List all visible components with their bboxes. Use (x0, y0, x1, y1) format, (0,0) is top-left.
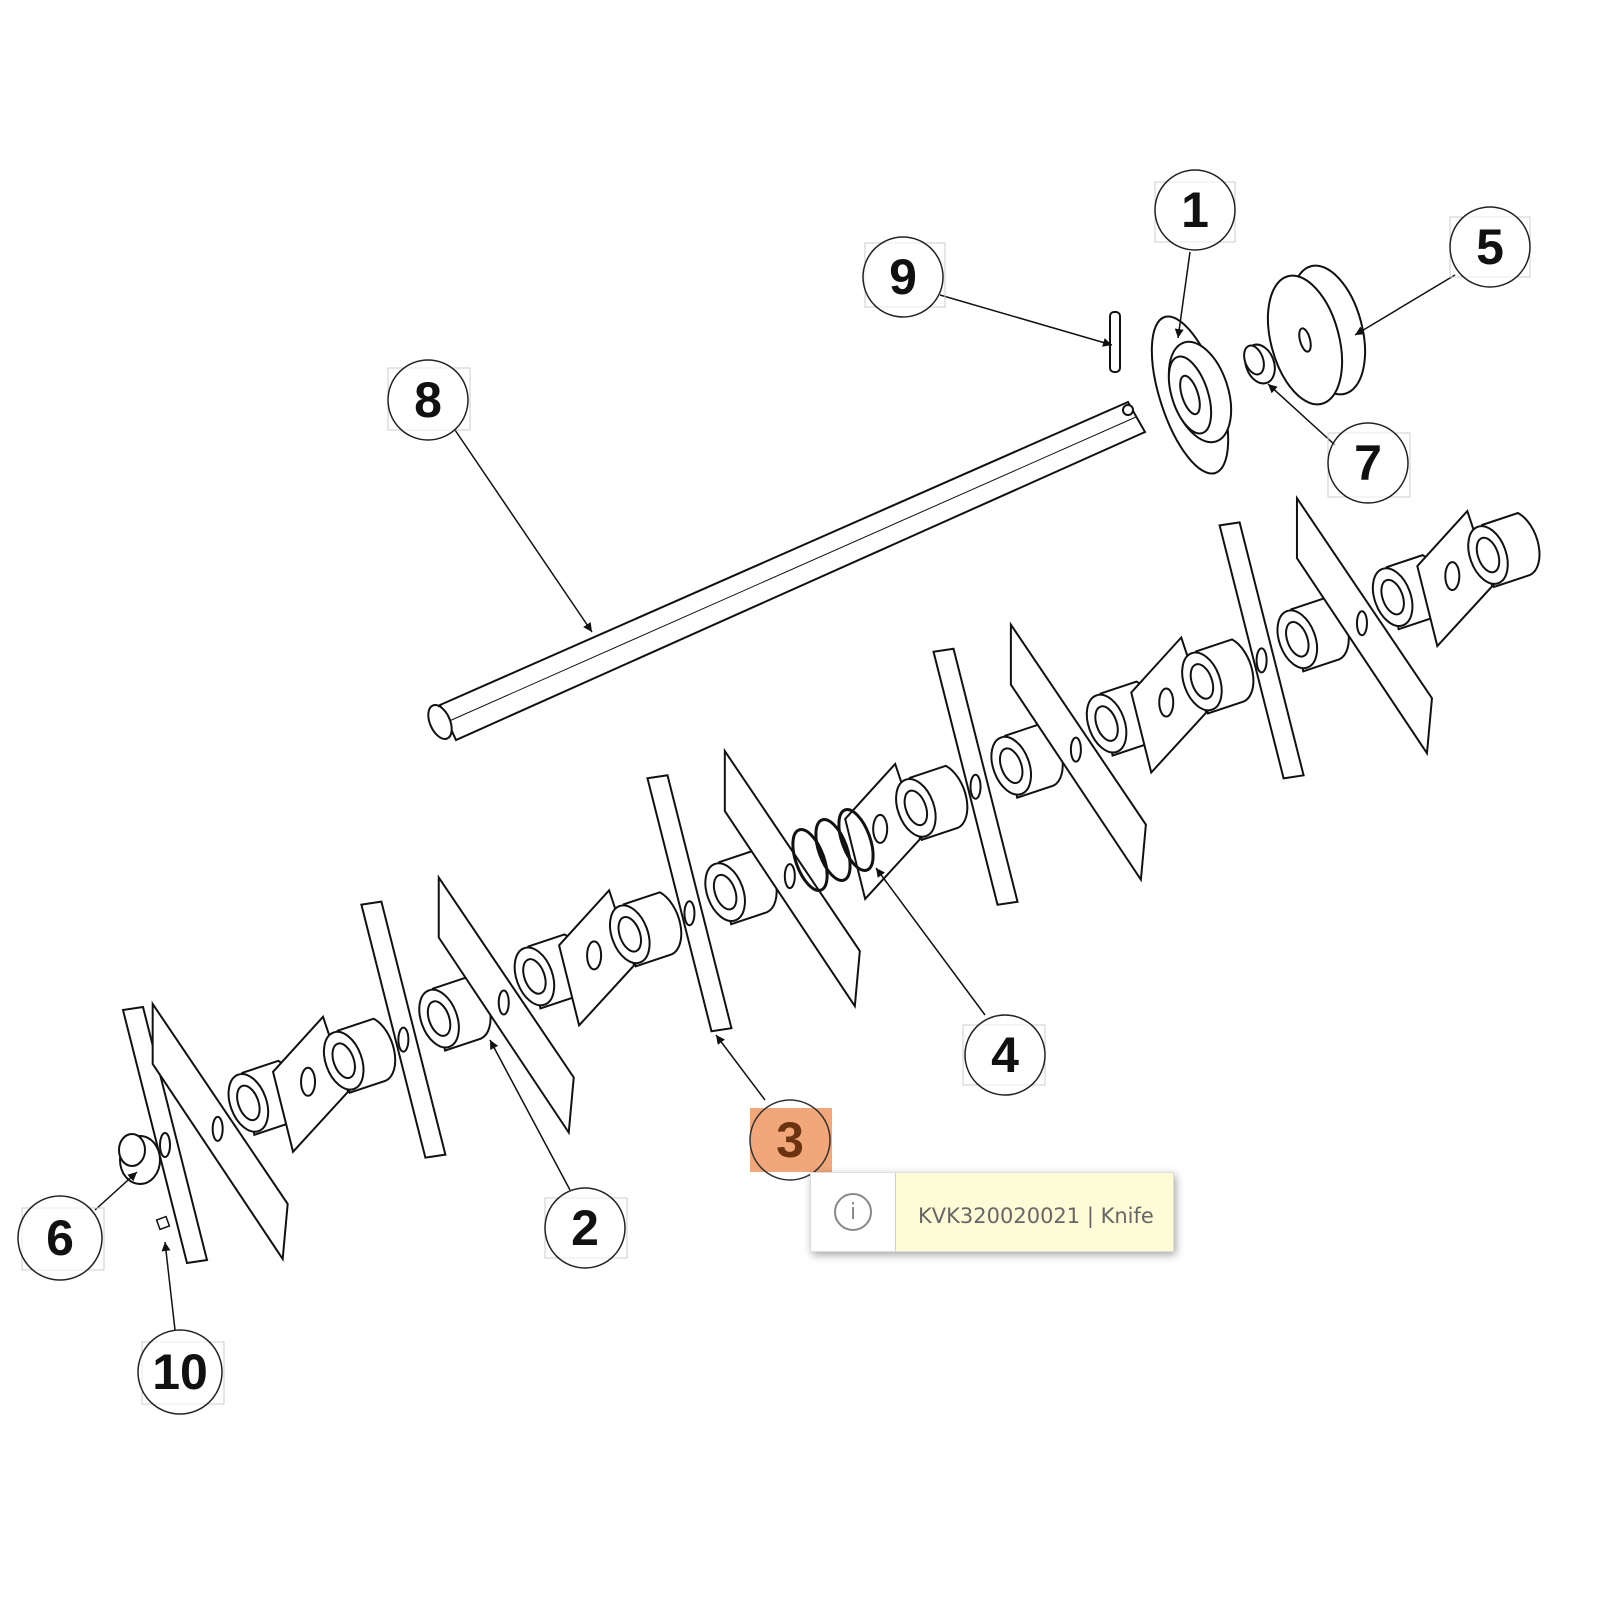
spacer-bore (712, 873, 738, 911)
spacer-bore (331, 1042, 356, 1079)
knife-hole (1069, 736, 1082, 763)
bearing-flange-part[interactable] (1136, 308, 1244, 483)
spacer-bore (1094, 705, 1119, 742)
knife-hole (683, 900, 696, 927)
key-part[interactable] (155, 1215, 171, 1231)
pin-part[interactable] (1109, 311, 1121, 373)
callout-8[interactable]: 8 (387, 359, 471, 441)
spacer-bore (617, 916, 643, 953)
spacer-bore (1189, 663, 1215, 700)
callout-label: 5 (1476, 219, 1504, 275)
spacer-bore (998, 747, 1024, 784)
knife-hole (1255, 647, 1268, 674)
shaft-part[interactable] (424, 400, 1147, 743)
knife-hole (211, 1115, 224, 1142)
callout-1[interactable]: 1 (1154, 169, 1236, 251)
pulley-part[interactable] (1255, 257, 1378, 412)
callout-2[interactable]: 2 (544, 1187, 628, 1269)
plate-hole (586, 940, 603, 971)
callout-5[interactable]: 5 (1449, 206, 1531, 288)
callout-6[interactable]: 6 (17, 1195, 105, 1281)
callout-10[interactable]: 10 (137, 1329, 225, 1415)
spacer-bore (1475, 536, 1501, 574)
callout-label: 10 (152, 1344, 208, 1400)
info-icon: i (834, 1193, 872, 1231)
plate-hole (1158, 687, 1175, 718)
tooltip-icon-cell: i (811, 1173, 896, 1251)
part-tooltip: i KVK320020021 | Knife (810, 1172, 1174, 1252)
pulley-bushing-part[interactable] (1240, 340, 1280, 387)
callout-label: 7 (1354, 435, 1382, 491)
knife-hole (497, 989, 510, 1016)
end-bushing-part[interactable] (118, 1133, 161, 1185)
spacer-bore (426, 1000, 452, 1037)
callout-label: 1 (1181, 182, 1209, 238)
knife-hole (783, 863, 796, 890)
knife-assembly (121, 494, 1541, 1265)
callout-3-active[interactable]: 3 (749, 1099, 832, 1181)
knife-hole (159, 1132, 171, 1158)
callout-label: 2 (571, 1200, 599, 1256)
leader-lines (94, 251, 1456, 1331)
spacer-bore (1285, 621, 1310, 658)
knife-hole (969, 773, 982, 800)
tooltip-text: KVK320020021 | Knife (896, 1173, 1173, 1251)
callout-label: 6 (46, 1210, 74, 1266)
plate-hole (300, 1066, 317, 1097)
callout-label: 4 (991, 1027, 1019, 1083)
spacer-bore (1380, 578, 1405, 616)
callout-4[interactable]: 4 (962, 1014, 1046, 1096)
callout-9[interactable]: 9 (862, 236, 946, 318)
callout-label: 9 (889, 249, 917, 305)
knife-hole (1355, 610, 1368, 637)
callout-7[interactable]: 7 (1327, 422, 1411, 504)
spring-part[interactable] (786, 805, 880, 895)
spacer-bore (236, 1084, 261, 1122)
callout-label: 3 (776, 1112, 804, 1168)
callout-label: 8 (414, 372, 442, 428)
plate-hole (872, 813, 889, 844)
knife-hole (397, 1026, 410, 1053)
spacer-bore (522, 958, 547, 995)
spacer-bore (903, 789, 929, 827)
plate-hole (1444, 561, 1461, 592)
